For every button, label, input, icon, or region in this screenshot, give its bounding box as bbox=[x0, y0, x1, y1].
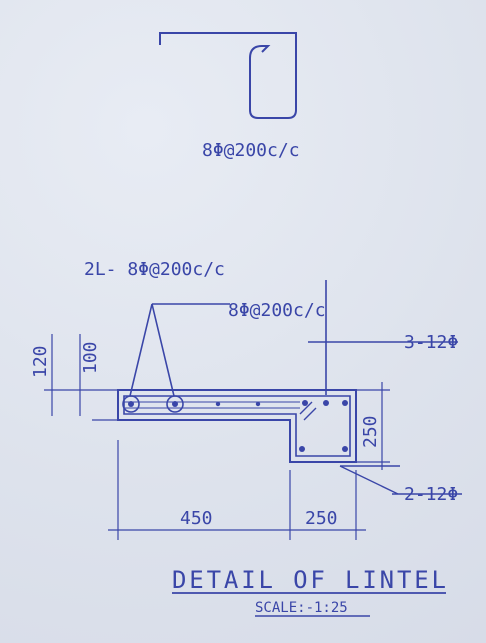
lintel-section bbox=[117, 389, 357, 463]
dim-bottom bbox=[108, 440, 366, 540]
stirrup-shape bbox=[159, 32, 297, 119]
rebar-dots bbox=[122, 395, 348, 452]
leader-lines bbox=[129, 280, 458, 467]
dim-250-vertical bbox=[356, 382, 390, 470]
legs-label: 2L- 8Φ@200c/c bbox=[84, 259, 225, 280]
scale-text: SCALE:-1:25 bbox=[255, 600, 348, 616]
side-bar-label: 8Φ@200c/c bbox=[228, 300, 326, 321]
dim-250-vertical-text: 250 bbox=[360, 415, 381, 448]
dim-left bbox=[44, 334, 118, 421]
top-bars-label: 3-12Φ bbox=[404, 332, 458, 353]
dim-450-text: 450 bbox=[180, 508, 213, 529]
dim-250-text: 250 bbox=[305, 508, 338, 529]
dim-120-text: 120 bbox=[30, 345, 51, 378]
dim-100-text: 100 bbox=[80, 341, 101, 374]
stirrup-label: 8Φ@200c/c bbox=[202, 140, 300, 161]
drawing-title: DETAIL OF LINTEL bbox=[172, 566, 446, 594]
bottom-leader bbox=[339, 465, 399, 495]
